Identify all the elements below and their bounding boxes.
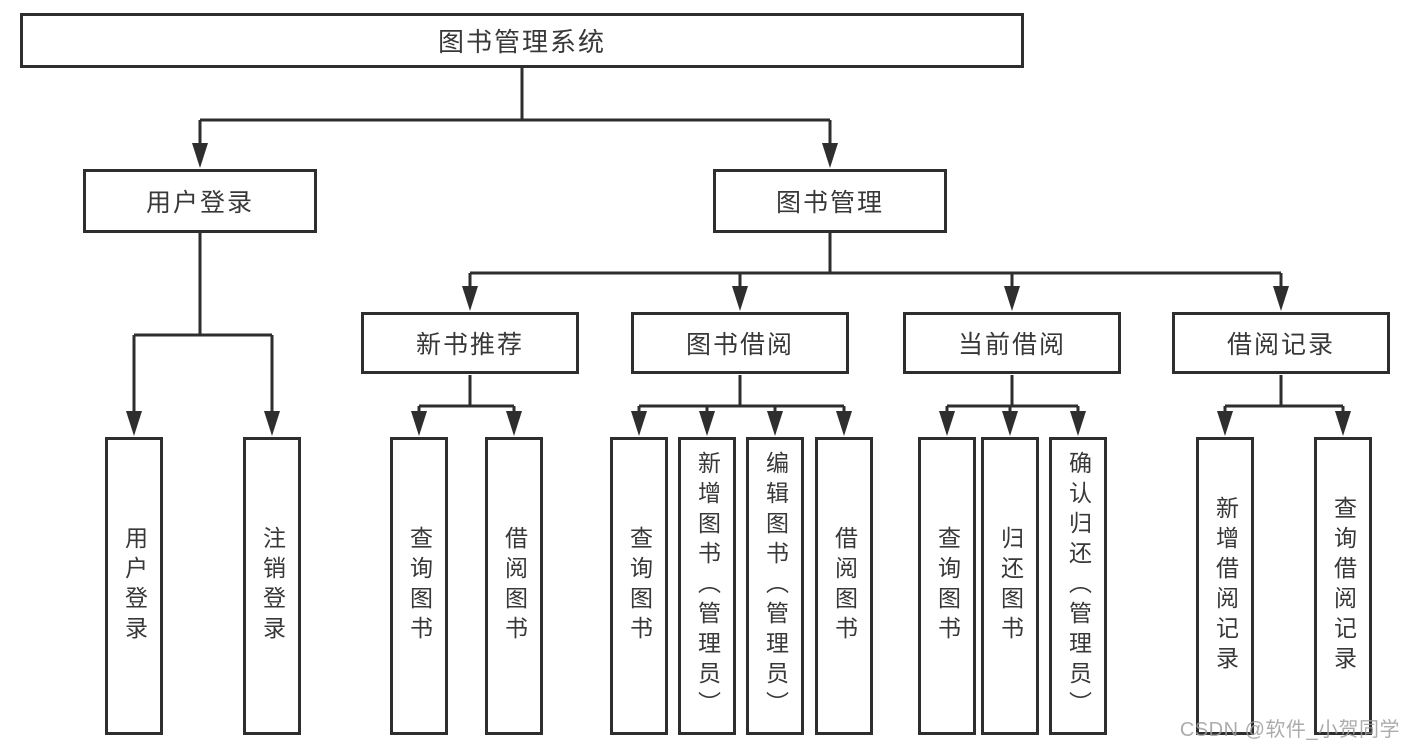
arrowhead — [1217, 411, 1233, 436]
connector-newbook-to-leaves — [417, 375, 516, 412]
arrowhead — [631, 411, 647, 436]
node-book-borrowing-label: 图书借阅 — [685, 331, 794, 359]
node-new-book-recommend-label: 新书推荐 — [415, 331, 524, 359]
arrowhead — [1070, 411, 1086, 436]
connector-curborrow-to-leaves — [945, 375, 1080, 412]
leaf-bb-query-books-label: 查询图书 — [626, 526, 653, 646]
leaf-br-query-borrow-record: 查询借阅记录 — [1314, 437, 1372, 735]
leaf-br-add-borrow-record-label: 新增借阅记录 — [1212, 496, 1239, 676]
leaf-cb-confirm-return-admin: 确认归还（管理员） — [1049, 437, 1107, 735]
arrowhead — [126, 411, 142, 436]
arrowhead — [192, 143, 208, 168]
leaf-nb-query-books: 查询图书 — [390, 437, 448, 735]
leaf-cb-query-books-label: 查询图书 — [934, 526, 961, 646]
node-borrowing-records-label: 借阅记录 — [1226, 331, 1335, 359]
arrowhead — [836, 411, 852, 436]
leaf-cb-return-books: 归还图书 — [981, 437, 1039, 735]
leaf-bb-query-books: 查询图书 — [610, 437, 668, 735]
node-current-borrowing-label: 当前借阅 — [957, 331, 1066, 359]
connector-root-to-level2 — [198, 68, 832, 145]
arrowhead — [1002, 411, 1018, 436]
leaf-logout-label: 注销登录 — [259, 526, 286, 646]
node-root-system: 图书管理系统 — [20, 13, 1024, 68]
leaf-bb-borrow-books: 借阅图书 — [815, 437, 873, 735]
arrowhead — [939, 411, 955, 436]
arrowhead — [767, 411, 783, 436]
leaf-nb-query-books-label: 查询图书 — [406, 526, 433, 646]
watermark: CSDN @软件_小贺同学 — [1179, 719, 1400, 741]
arrowhead — [1335, 411, 1351, 436]
connector-userlogin-to-leaves — [132, 233, 274, 412]
leaf-bb-add-books-admin-label: 新增图书（管理员） — [694, 451, 721, 721]
leaf-nb-borrow-books-label: 借阅图书 — [501, 526, 528, 646]
leaf-bb-borrow-books-label: 借阅图书 — [831, 526, 858, 646]
node-borrowing-records: 借阅记录 — [1172, 312, 1390, 374]
node-book-management: 图书管理 — [713, 169, 947, 233]
connector-bookmgmt-to-level3 — [468, 233, 1283, 287]
arrowhead — [822, 143, 838, 168]
node-root-system-label: 图书管理系统 — [437, 27, 606, 57]
leaf-user-login-label: 用户登录 — [121, 526, 148, 646]
leaf-cb-confirm-return-admin-label: 确认归还（管理员） — [1065, 451, 1092, 721]
leaf-bb-edit-books-admin: 编辑图书（管理员） — [746, 437, 804, 735]
arrowhead — [732, 286, 748, 311]
arrowhead — [1273, 286, 1289, 311]
connector-bookborrow-to-leaves — [637, 375, 846, 412]
node-book-management-label: 图书管理 — [775, 189, 884, 217]
leaf-cb-query-books: 查询图书 — [918, 437, 976, 735]
node-user-login-label: 用户登录 — [145, 189, 254, 217]
arrowhead — [699, 411, 715, 436]
arrowhead — [462, 286, 478, 311]
leaf-bb-edit-books-admin-label: 编辑图书（管理员） — [762, 451, 789, 721]
leaf-nb-borrow-books: 借阅图书 — [485, 437, 543, 735]
arrowhead — [411, 411, 427, 436]
node-current-borrowing: 当前借阅 — [903, 312, 1121, 374]
arrowhead — [1004, 286, 1020, 311]
node-book-borrowing: 图书借阅 — [631, 312, 849, 374]
arrowheads — [126, 143, 1351, 436]
leaf-br-add-borrow-record: 新增借阅记录 — [1196, 437, 1254, 735]
node-user-login: 用户登录 — [83, 169, 317, 233]
arrowhead — [264, 411, 280, 436]
leaf-bb-add-books-admin: 新增图书（管理员） — [678, 437, 736, 735]
leaf-br-query-borrow-record-label: 查询借阅记录 — [1330, 496, 1357, 676]
arrowhead — [506, 411, 522, 436]
leaf-cb-return-books-label: 归还图书 — [997, 526, 1024, 646]
connector-borrowrecord-to-leaves — [1223, 375, 1345, 412]
node-new-book-recommend: 新书推荐 — [361, 312, 579, 374]
leaf-logout: 注销登录 — [243, 437, 301, 735]
leaf-user-login: 用户登录 — [105, 437, 163, 735]
